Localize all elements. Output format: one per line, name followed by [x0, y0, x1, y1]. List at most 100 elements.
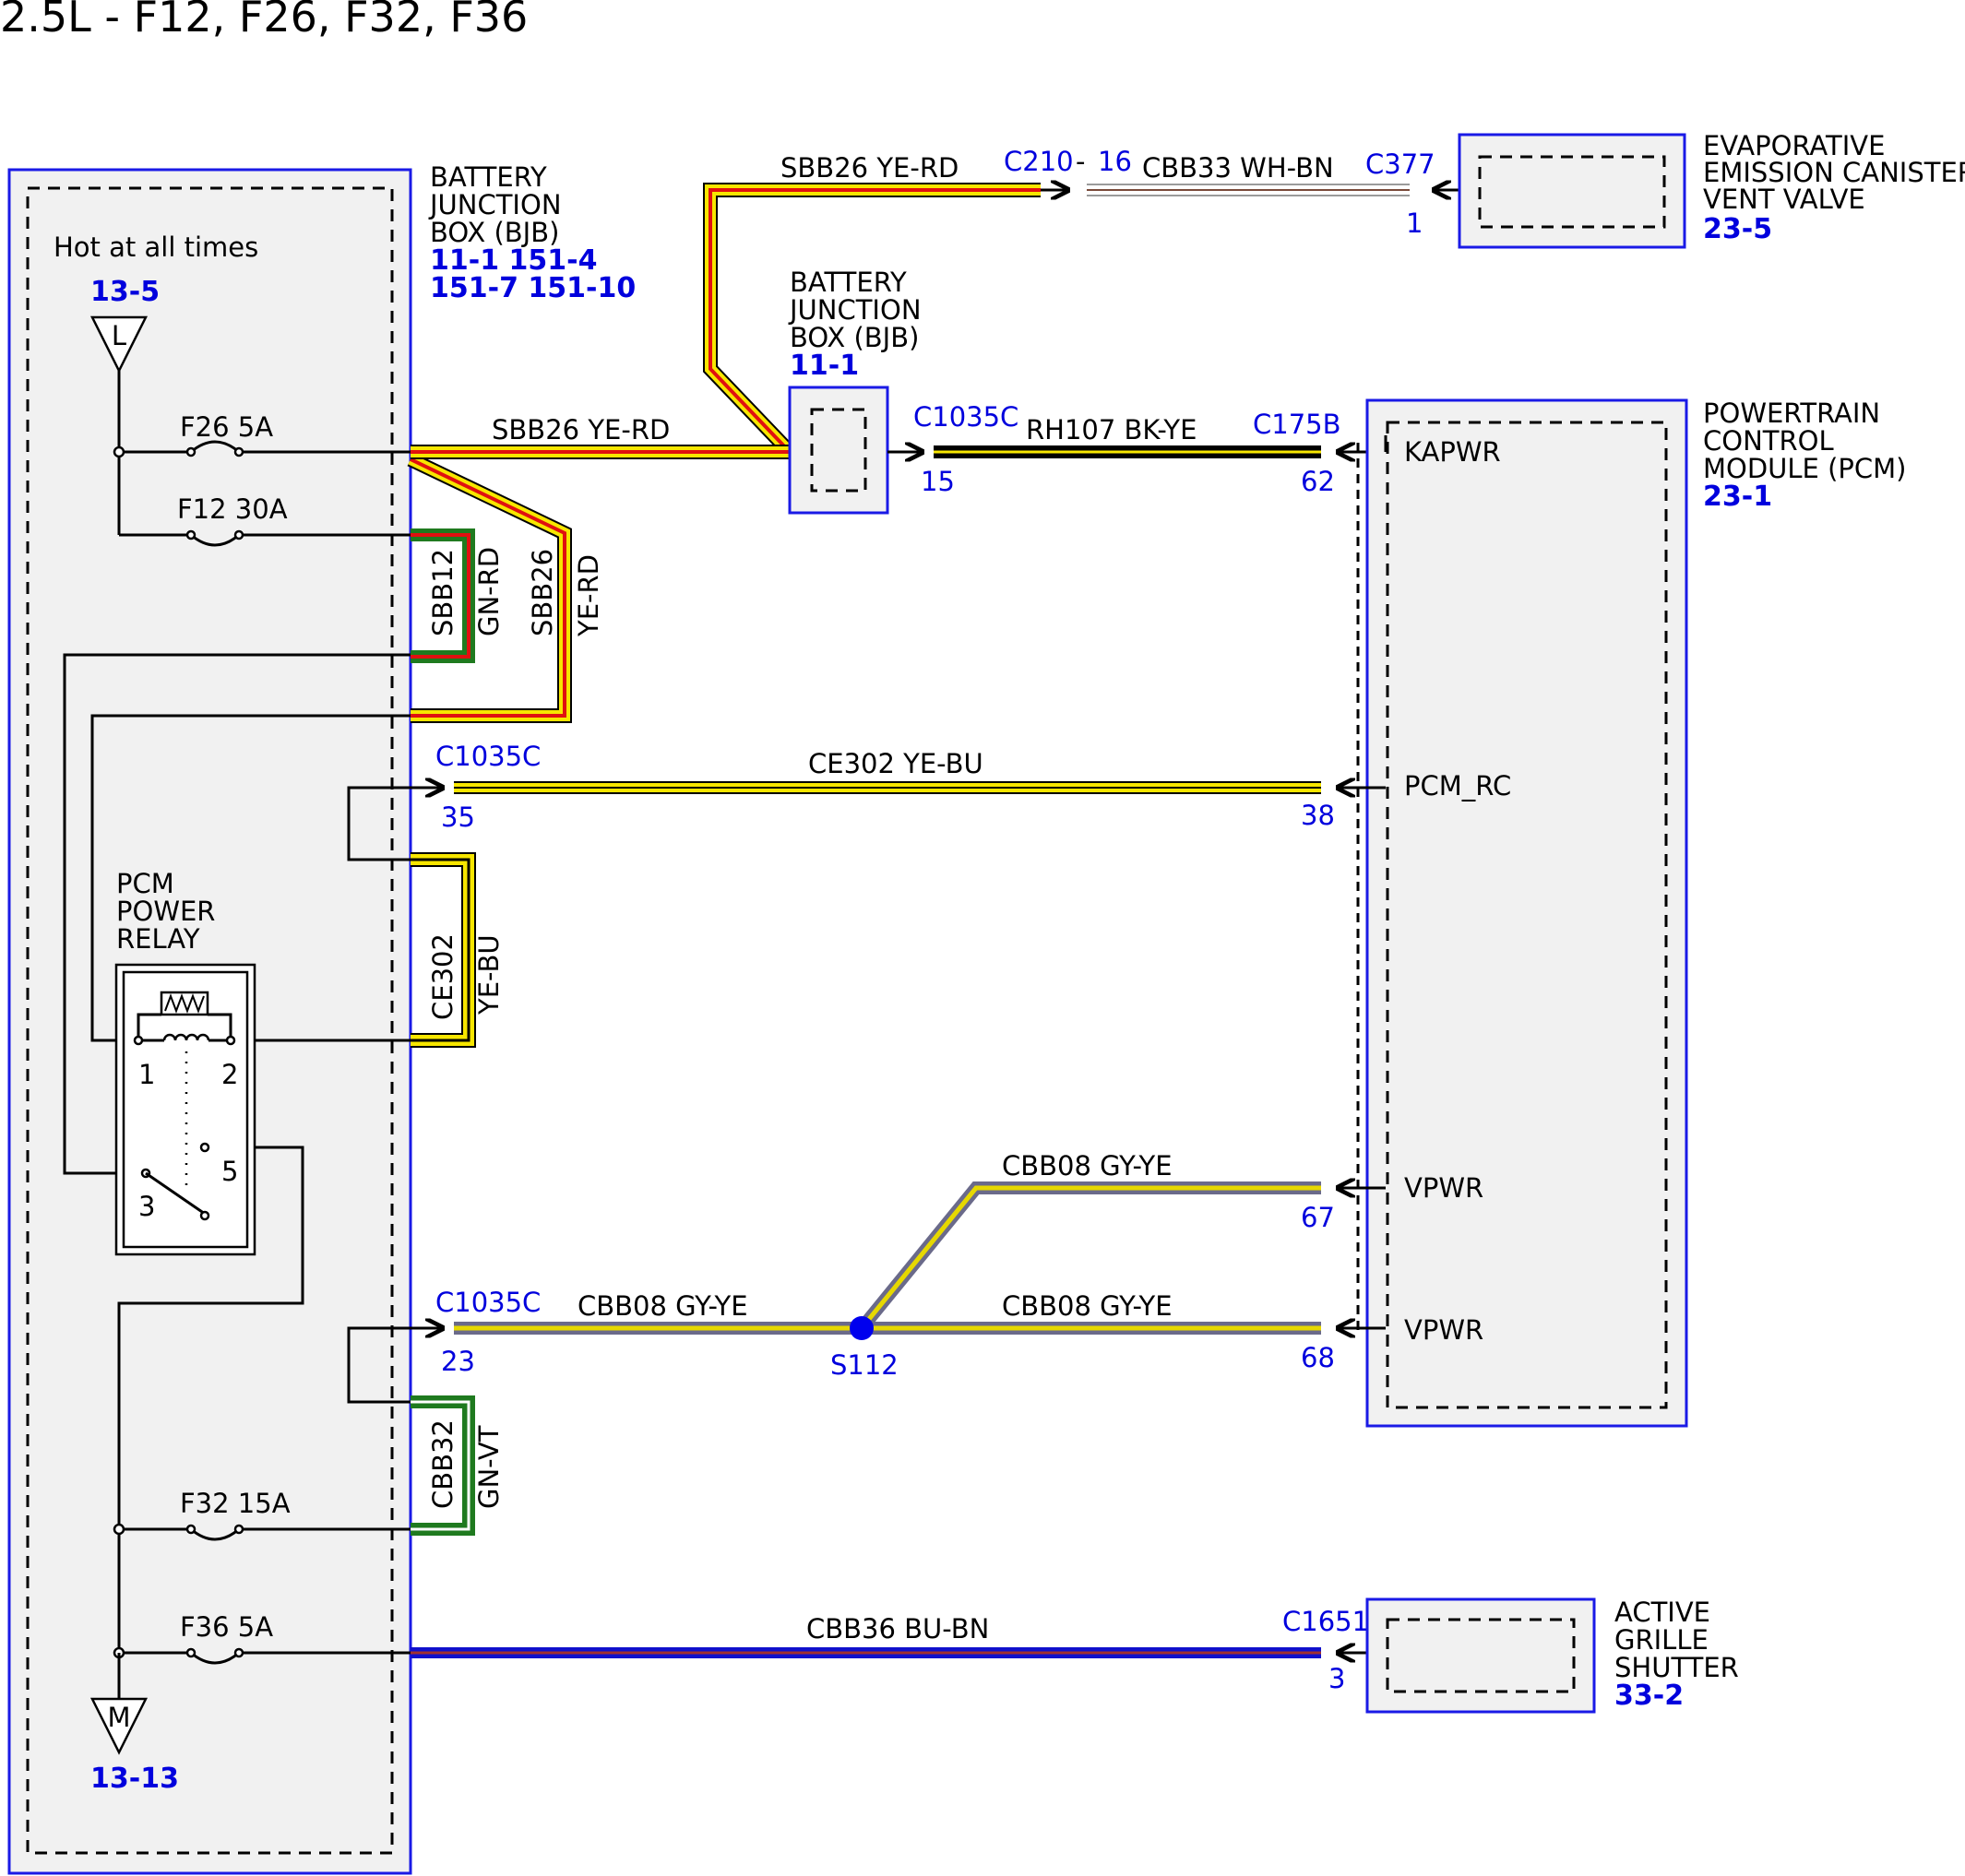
sbb26-circuit-label: SBB26	[527, 549, 558, 636]
bjb-name-line1: BATTERY	[430, 161, 547, 193]
c1035c-a-connector-label[interactable]: C1035C	[913, 401, 1018, 433]
relay-pin3-label: 3	[138, 1191, 155, 1222]
cbb36-label: CBB36 BU-BN	[806, 1613, 989, 1644]
sbb26-jumper-wire	[407, 452, 572, 723]
ce302-jumper-wire	[411, 852, 476, 1048]
bjb-name-line2: JUNCTION	[428, 189, 562, 220]
cbb08-upper-label: CBB08 GY-YE	[1002, 1150, 1173, 1181]
c1035c-c-pin-label: 23	[441, 1346, 475, 1377]
evap-name-line2: EMISSION CANISTER	[1703, 157, 1965, 188]
splice-s112-label[interactable]: S112	[830, 1349, 899, 1381]
sbb12-circuit-label: SBB12	[427, 549, 458, 636]
c210-separator: -	[1076, 146, 1085, 177]
c175b-pin-label: 62	[1301, 466, 1335, 497]
sbb12-jumper-wire	[411, 528, 475, 663]
splice-s112-icon	[850, 1316, 874, 1340]
pcm-pin-vpwr-1: VPWR	[1404, 1172, 1483, 1204]
evap-reference[interactable]: 23-5	[1703, 213, 1772, 245]
relay-name-line3: RELAY	[116, 923, 200, 955]
c210-connector-label[interactable]: C210	[1004, 146, 1074, 177]
fuse-f26-icon	[185, 440, 244, 463]
pcm-name-line2: CONTROL	[1703, 425, 1834, 457]
evap-canister-vent-valve	[1458, 133, 1686, 249]
sbb26-color-label: YE-RD	[573, 554, 604, 637]
bjb-refs-line1[interactable]: 11-1 151-4	[430, 244, 597, 277]
terminal-m-icon	[89, 1697, 149, 1755]
f32-junction-dot	[113, 1523, 125, 1536]
hot-at-all-times-label: Hot at all times	[54, 232, 258, 263]
c377-connector-label[interactable]: C377	[1365, 148, 1435, 180]
cbb32-color-label: GN-VT	[473, 1425, 505, 1509]
grille-reference[interactable]: 33-2	[1614, 1680, 1684, 1712]
cbb33-wire[interactable]	[1087, 184, 1410, 196]
c1035c-c-connector-label[interactable]: C1035C	[435, 1287, 541, 1318]
cbb08-left-label: CBB08 GY-YE	[578, 1290, 748, 1322]
sbb12-color-label: GN-RD	[473, 547, 505, 636]
relay-pin5-output-wire	[117, 1146, 304, 1653]
pcm-reference[interactable]: 23-1	[1703, 481, 1772, 513]
c1651-pin-label: 3	[1328, 1663, 1345, 1694]
relay-pin3-feed-wire	[63, 653, 411, 1175]
fuse-f12-label: F12 30A	[177, 493, 288, 525]
relay-pin1-label: 1	[138, 1059, 155, 1090]
cbb33-label: CBB33 WH-BN	[1142, 152, 1334, 184]
pcm-name-line3: MODULE (PCM)	[1703, 453, 1907, 484]
powertrain-control-module	[1365, 398, 1688, 1428]
bjb2-name-line1: BATTERY	[790, 267, 907, 298]
c175b-connector-label[interactable]: C175B	[1253, 409, 1341, 440]
grille-name-line3: SHUTTER	[1614, 1652, 1739, 1683]
fuse-f32-label: F32 15A	[180, 1488, 291, 1519]
bjb-refs-line2[interactable]: 151-7 151-10	[430, 272, 636, 304]
relay-name-line1: PCM	[116, 868, 174, 899]
sbb26-mid-label: SBB26 YE-RD	[492, 414, 670, 445]
c210-pin-label: 16	[1098, 146, 1132, 177]
c1035c-a-pin-label: 15	[921, 466, 955, 497]
pcm-name-line1: POWERTRAIN	[1703, 398, 1880, 429]
fuse-f26-label: F26 5A	[180, 411, 273, 443]
ce302-circuit-label: CE302	[427, 933, 458, 1020]
c1035c-b-connector-label[interactable]: C1035C	[435, 741, 541, 772]
fuse-f32-icon	[185, 1518, 244, 1541]
pcm-pin-pcm-rc: PCM_RC	[1404, 770, 1511, 801]
vpwr1-pin-label: 67	[1301, 1202, 1335, 1233]
diagram-title: 2.5L - F12, F26, F32, F36	[0, 0, 528, 42]
vpwr2-pin-label: 68	[1301, 1342, 1335, 1373]
fuse-f36-label: F36 5A	[180, 1611, 273, 1643]
terminal-m-label: M	[107, 1702, 130, 1733]
bjb-bottom-reference[interactable]: 13-13	[90, 1763, 179, 1795]
pcm-pin-kapwr: KAPWR	[1404, 436, 1501, 468]
fuse-f36-icon	[185, 1642, 244, 1665]
relay-switch-icon	[140, 1142, 210, 1221]
cbb08-right-label: CBB08 GY-YE	[1002, 1290, 1173, 1322]
relay-pin2-label: 2	[221, 1059, 238, 1090]
grille-name-line2: GRILLE	[1614, 1624, 1709, 1656]
c377-pin-label: 1	[1406, 208, 1423, 239]
fuse-f12-icon	[185, 524, 244, 547]
bjb-name-line3: BOX (BJB)	[430, 217, 559, 248]
ce302-label: CE302 YE-BU	[808, 748, 983, 779]
ce302-color-label: YE-BU	[473, 934, 505, 1015]
cbb32-jumper-wire	[411, 1395, 475, 1536]
relay-pin5-label: 5	[221, 1156, 238, 1187]
c1651-connector-label[interactable]: C1651	[1282, 1606, 1369, 1637]
cbb08-wires[interactable]	[454, 1181, 1321, 1335]
bjb2-name-line3: BOX (BJB)	[790, 322, 919, 353]
pcm-rc-pin-label: 38	[1301, 800, 1335, 831]
bjb2-reference[interactable]: 11-1	[790, 350, 859, 382]
terminal-l-label: L	[112, 320, 126, 351]
f26-junction-dot	[113, 445, 125, 458]
c1035c-b-pin-label: 35	[441, 801, 475, 833]
battery-junction-box-2	[788, 386, 889, 515]
bjb2-name-line2: JUNCTION	[788, 294, 922, 326]
pcm-pin-vpwr-2: VPWR	[1404, 1314, 1483, 1346]
evap-name-line3: VENT VALVE	[1703, 184, 1865, 215]
rh107-label: RH107 BK-YE	[1026, 414, 1197, 445]
active-grille-shutter	[1365, 1597, 1596, 1714]
grille-name-line1: ACTIVE	[1614, 1597, 1710, 1628]
cbb32-circuit-label: CBB32	[427, 1419, 458, 1509]
relay-coil-icon	[133, 991, 236, 1046]
bjb-top-reference[interactable]: 13-5	[90, 276, 160, 308]
sbb26-top-wire[interactable]	[703, 183, 1041, 457]
terminal-l-icon	[89, 315, 149, 374]
sbb26-top-label: SBB26 YE-RD	[780, 152, 959, 184]
